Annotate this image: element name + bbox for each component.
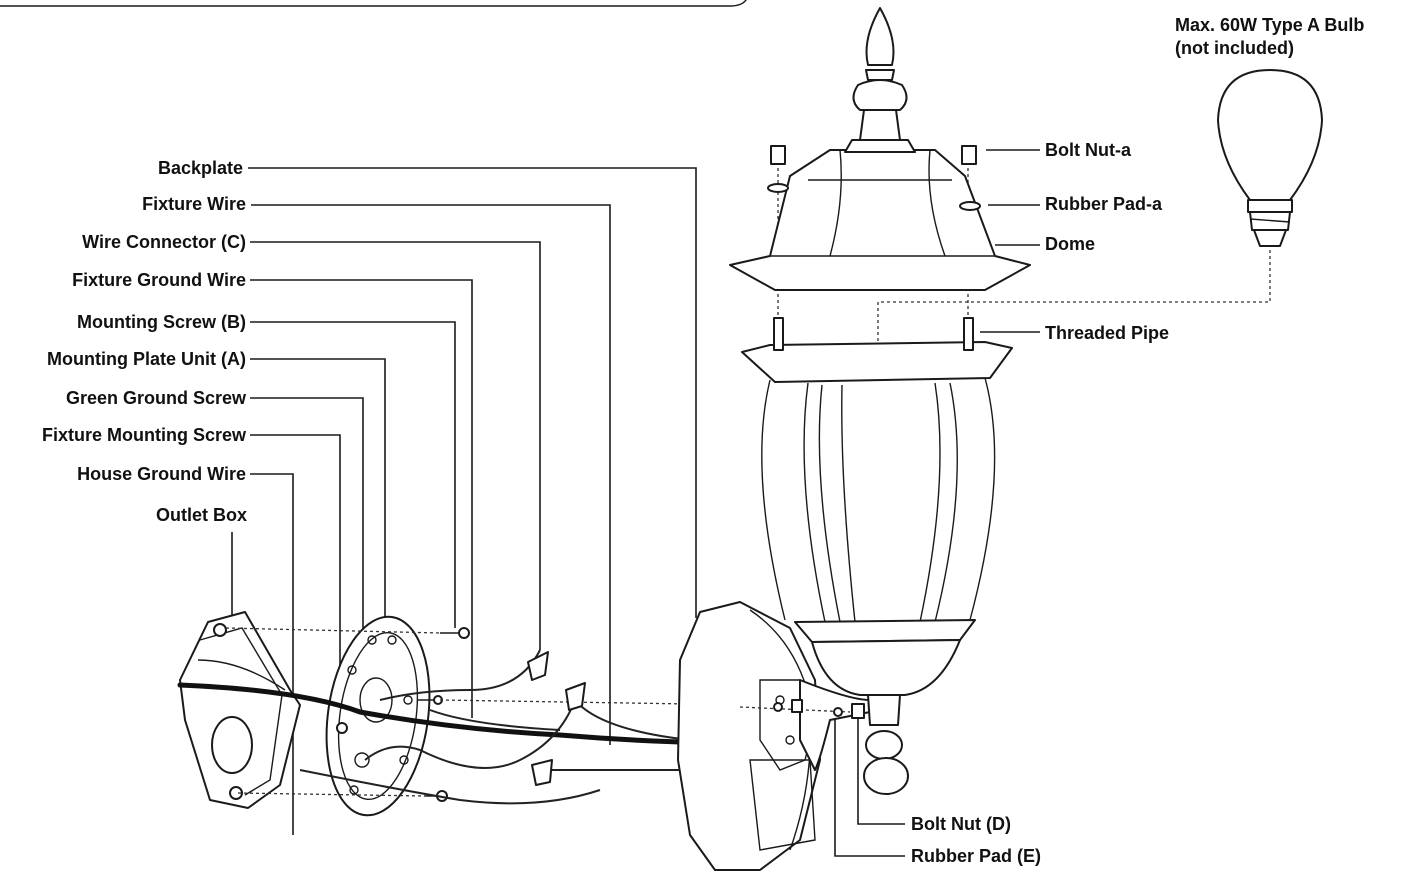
label-mounting-plate-unit: Mounting Plate Unit (A) [47,349,246,369]
label-dome: Dome [1045,234,1095,254]
fixture-arm [739,679,881,771]
bolt-nut-a-left [770,145,786,165]
mounting-screw-head-top [458,627,470,639]
lantern-body [741,341,1013,795]
bulb [1217,69,1323,247]
label-bolt-nut-d: Bolt Nut (D) [911,814,1011,834]
leader-bulb-dotted [877,250,1271,345]
label-bolt-nut-a: Bolt Nut-a [1045,140,1132,160]
rubber-pad-a-right [959,201,981,211]
finial [844,7,916,153]
alignment-dashes [225,627,691,797]
label-mounting-screw: Mounting Screw (B) [77,312,246,332]
label-fixture-ground-wire: Fixture Ground Wire [72,270,246,290]
house-ground-wire-path [299,769,601,805]
frame-edge [0,0,747,7]
label-rubber-pad-a: Rubber Pad-a [1045,194,1163,214]
leader-mounting-plate-unit [250,358,386,625]
label-threaded-pipe: Threaded Pipe [1045,323,1169,343]
leader-mounting-screw [250,321,456,628]
leader-fixture-wire [251,204,611,745]
green-ground-screw [336,722,348,734]
screws [336,627,470,802]
leader-bolt-nut-d [857,718,905,825]
leader-fixture-ground-wire [250,279,473,718]
label-house-ground-wire: House Ground Wire [77,464,246,484]
bolt-nut-a-right [961,145,977,165]
rubber-pad-a-left [767,183,789,193]
fixture-wire-b [364,699,576,769]
leader-rubber-pad-e [834,712,905,857]
label-rubber-pad-e: Rubber Pad (E) [911,846,1041,866]
leader-wire-connector [250,241,541,650]
label-bulb-line2: (not included) [1175,38,1294,58]
leader-lines-right [834,149,1271,857]
leader-fixture-mounting-screw [250,434,341,738]
label-green-ground-screw: Green Ground Screw [66,388,247,408]
leader-backplate [248,167,697,618]
label-backplate: Backplate [158,158,243,178]
fixture-wire-a [379,649,541,701]
label-wire-connector: Wire Connector (C) [82,232,246,252]
bolt-nut-d [851,703,865,719]
wire-connectors [527,651,586,786]
house-main-wire [177,682,683,745]
label-fixture-mounting-screw: Fixture Mounting Screw [42,425,247,445]
wires [177,649,691,805]
fixture-ground-wire-path [429,709,561,731]
label-bulb-line1: Max. 60W Type A Bulb [1175,15,1364,35]
label-fixture-wire: Fixture Wire [142,194,246,214]
fixture-wire-c [574,699,691,741]
leader-lines-left [231,167,697,835]
backplate [677,601,821,871]
dome [729,145,1031,291]
outlet-box [179,611,301,809]
label-outlet-box: Outlet Box [156,505,247,525]
